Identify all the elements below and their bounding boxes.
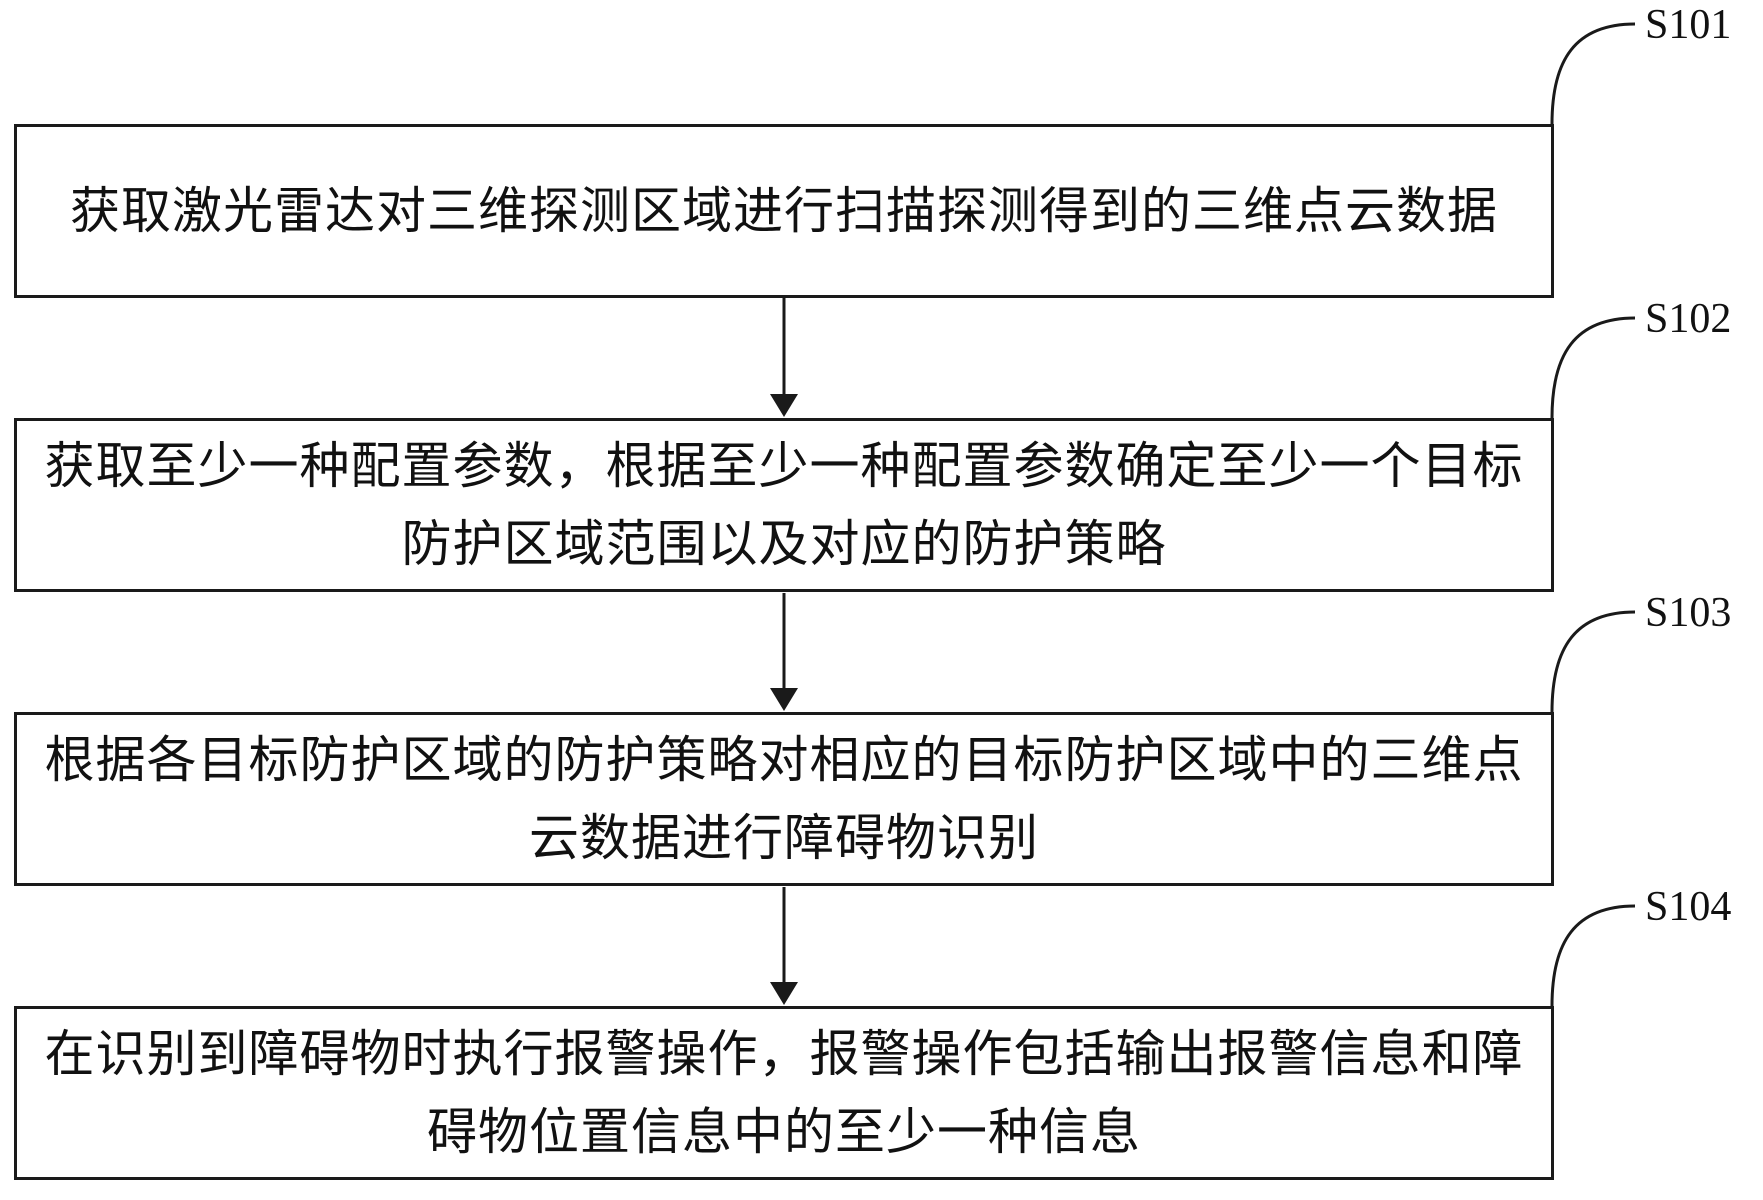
leader-s104 <box>1550 904 1636 1007</box>
step-box-s102: 获取至少一种配置参数，根据至少一种配置参数确定至少一个目标防护区域范围以及对应的… <box>14 418 1554 592</box>
leader-s103 <box>1550 610 1636 713</box>
step-label-s103: S103 <box>1645 590 1732 636</box>
step-label-s102: S102 <box>1645 296 1732 342</box>
step-text-s101: 获取激光雷达对三维探测区域进行扫描探测得到的三维点云数据 <box>70 182 1498 240</box>
leader-s102 <box>1550 316 1636 419</box>
step-label-s101: S101 <box>1645 2 1732 48</box>
arrowhead-s101-to-s102 <box>770 394 798 417</box>
arrowhead-s102-to-s103 <box>770 688 798 711</box>
step-box-s104: 在识别到障碍物时执行报警操作，报警操作包括输出报警信息和障碍物位置信息中的至少一… <box>14 1006 1554 1180</box>
arrowhead-s103-to-s104 <box>770 982 798 1005</box>
step-box-s101: 获取激光雷达对三维探测区域进行扫描探测得到的三维点云数据 <box>14 124 1554 298</box>
step-box-s103: 根据各目标防护区域的防护策略对相应的目标防护区域中的三维点云数据进行障碍物识别 <box>14 712 1554 886</box>
step-text-s103: 根据各目标防护区域的防护策略对相应的目标防护区域中的三维点云数据进行障碍物识别 <box>44 731 1524 867</box>
step-label-s104: S104 <box>1645 884 1732 930</box>
step-text-s104: 在识别到障碍物时执行报警操作，报警操作包括输出报警信息和障碍物位置信息中的至少一… <box>44 1025 1524 1161</box>
step-text-s102: 获取至少一种配置参数，根据至少一种配置参数确定至少一个目标防护区域范围以及对应的… <box>44 437 1524 573</box>
leader-s101 <box>1550 22 1636 125</box>
